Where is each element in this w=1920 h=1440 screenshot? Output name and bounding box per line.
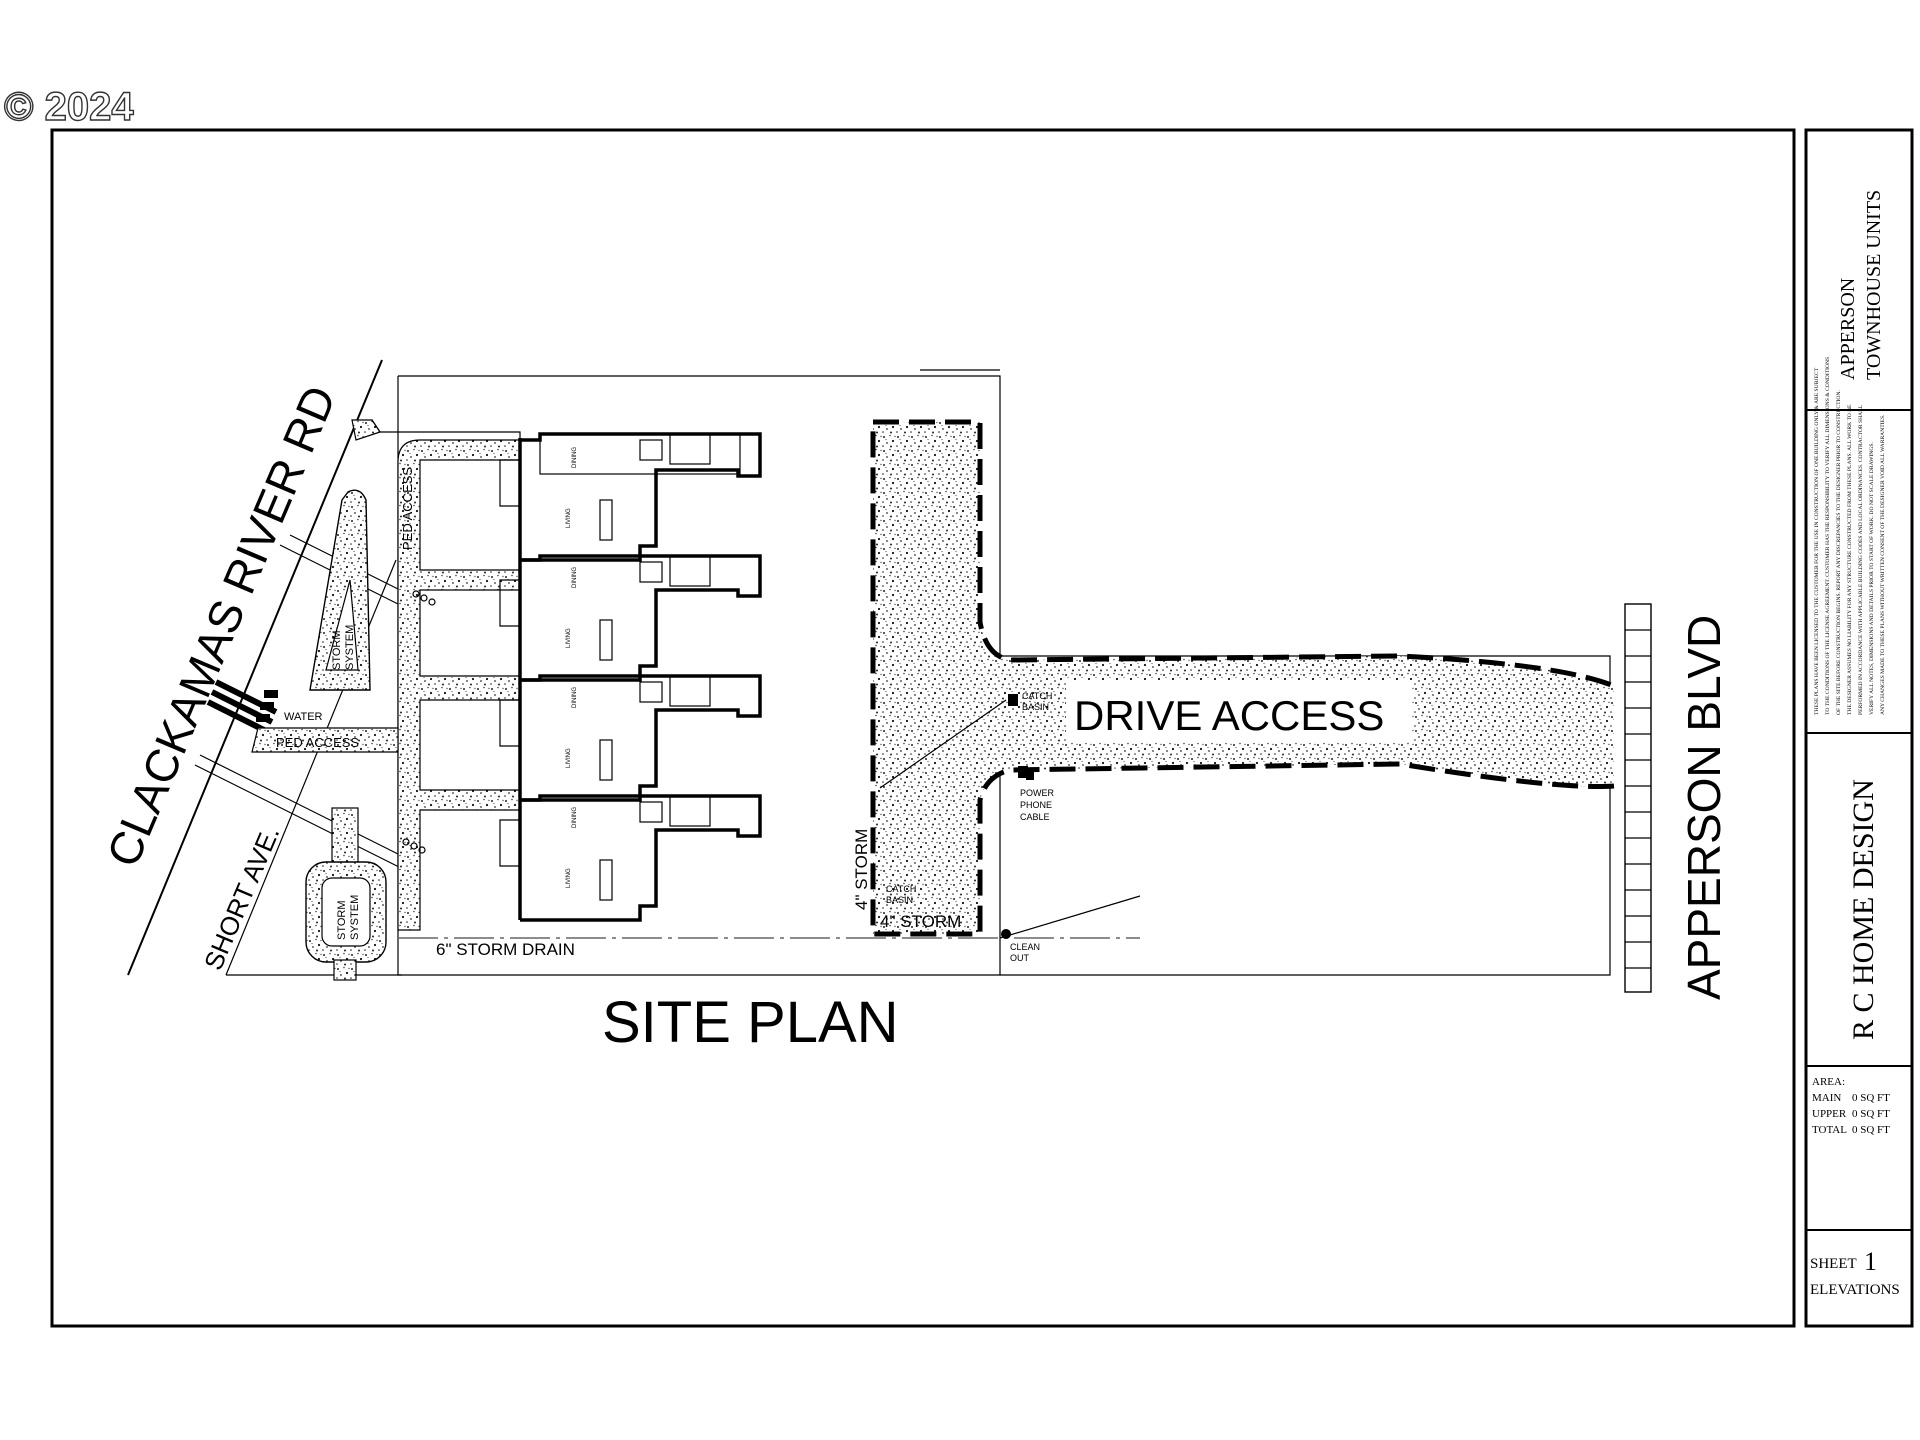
storm-system-2 [305,807,387,981]
clean-out-label: CLEAN OUT [1010,942,1043,963]
svg-text:AREA:: AREA: [1812,1076,1845,1088]
apperson-blvd-label: APPERSON BLVD [1678,615,1730,1000]
water-label: WATER [284,711,323,723]
svg-text:SHEET: SHEET [1810,1256,1857,1272]
svg-text:THESE PLANS HAVE BEEN LICENSED: THESE PLANS HAVE BEEN LICENSED TO THE CU… [1814,367,1820,715]
drive-edge-bottom [870,422,1615,937]
catch-basin-marker [1008,694,1018,706]
short-ave-label: SHORT AVE. [198,822,285,975]
unit-2 [518,554,762,682]
title-block-border [1804,128,1914,1328]
svg-text:0 SQ FT: 0 SQ FT [1852,1124,1890,1136]
drive-edge-top [873,419,1615,689]
power-marker [1018,766,1028,778]
clackamas-river-rd-label: CLACKAMAS RIVER RD [96,378,346,874]
storm-4-vertical-label: 4" STORM [852,829,871,910]
designer-name: R C HOME DESIGN [1847,779,1880,1040]
svg-text:THE DESIGNER ASSUMES NO LIABIL: THE DESIGNER ASSUMES NO LIABILITY FOR AN… [1847,404,1853,715]
site-plan-title: SITE PLAN [602,990,899,1055]
ped-access-horizontal-label: PED ACCESS [276,735,359,750]
catch-basin-label-2: CATCH BASIN [886,884,919,905]
sheet-info: SHEET 1 ELEVATIONS [1810,1247,1900,1298]
drawing-border [50,128,1796,1328]
room-labels: DINING LIVING DINING LIVING DINING LIVIN… [566,447,578,888]
power-phone-cable-label: POWER PHONE CABLE [1020,788,1057,822]
svg-text:DINING: DINING [572,687,578,708]
storm-system-1 [309,489,371,691]
svg-text:DINING: DINING [572,567,578,588]
storm-4-horizontal-label: 4" STORM [880,912,961,931]
storm-drain-label: 6" STORM DRAIN [436,940,575,959]
svg-text:ELEVATIONS: ELEVATIONS [1810,1282,1900,1298]
ped-access-walks [251,419,521,931]
svg-text:VERIFY ALL NOTES, DIMENSIONS A: VERIFY ALL NOTES, DIMENSIONS AND DETAILS… [1869,442,1875,715]
drive-label-box [1066,680,1412,742]
project-title: APPERSON TOWNHOUSE UNITS [1837,190,1885,380]
svg-text:PERFORMED IN ACCORDANCE WITH A: PERFORMED IN ACCORDANCE WITH APPLICABLE … [1858,404,1864,715]
svg-text:0 SQ FT: 0 SQ FT [1852,1092,1890,1104]
svg-text:MAIN: MAIN [1812,1092,1841,1104]
drive-access-paving [873,422,1614,934]
watermark: © 2024 [4,85,134,129]
disclaimer-text: THESE PLANS HAVE BEEN LICENSED TO THE CU… [1814,357,1886,715]
unit-4 [518,794,762,922]
storm-system-1-label: STORM SYSTEM [331,625,356,670]
svg-text:1: 1 [1864,1247,1877,1276]
townhouse-units [499,432,762,922]
svg-text:LIVING: LIVING [566,628,572,648]
svg-text:TO THE CONDITIONS OF THE LICEN: TO THE CONDITIONS OF THE LICENSE AGREEME… [1825,357,1831,715]
unit-3 [518,674,762,802]
ped-access-vertical-label: PED ACCESS [400,467,415,550]
storm-system-2-label: STORM SYSTEM [336,895,361,940]
svg-text:ANY CHANGES MADE TO THESE PLAN: ANY CHANGES MADE TO THESE PLANS WITHOUT … [1880,414,1886,715]
svg-text:DINING: DINING [572,807,578,828]
svg-text:LIVING: LIVING [566,508,572,528]
svg-text:DINING: DINING [572,447,578,468]
area-table: AREA: MAIN 0 SQ FT UPPER 0 SQ FT TOTAL 0… [1812,1076,1890,1136]
svg-text:LIVING: LIVING [566,748,572,768]
catch-basin-label-1: CATCH BASIN [1022,691,1055,712]
svg-text:LIVING: LIVING [566,868,572,888]
svg-text:0 SQ FT: 0 SQ FT [1852,1108,1890,1120]
clean-out-marker [1001,929,1011,939]
svg-text:TOTAL: TOTAL [1812,1124,1847,1136]
svg-text:OF THE SITE BEFORE CONSTRUCTIO: OF THE SITE BEFORE CONSTRUCTION BEGINS. … [1836,390,1842,715]
utility-hookups [256,590,436,854]
unit-1 [518,432,762,562]
drive-access-label: DRIVE ACCESS [1074,692,1384,739]
apperson-blvd-curb [1624,603,1652,993]
storm-4-diag [879,699,1007,789]
svg-text:UPPER: UPPER [1812,1108,1847,1120]
